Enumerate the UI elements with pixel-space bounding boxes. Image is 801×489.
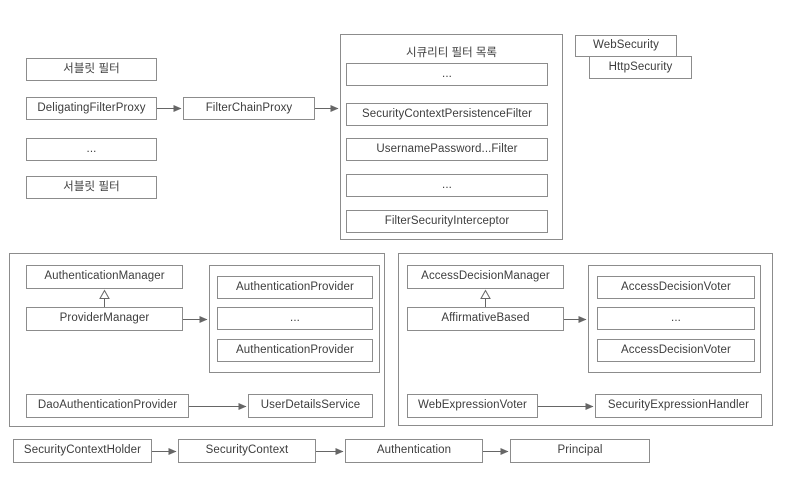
box-delegating-filter-proxy: DeligatingFilterProxy bbox=[26, 97, 157, 120]
box-security-expression-handler: SecurityExpressionHandler bbox=[595, 394, 762, 418]
box-filter-ellipsis: ... bbox=[26, 138, 157, 161]
box-security-context: SecurityContext bbox=[178, 439, 316, 463]
box-access-decision-voter-2: AccessDecisionVoter bbox=[597, 339, 755, 362]
filter-list-item-security-context-persistence-filter: SecurityContextPersistenceFilter bbox=[346, 103, 548, 126]
box-dao-authentication-provider: DaoAuthenticationProvider bbox=[26, 394, 189, 418]
box-web-security: WebSecurity bbox=[575, 35, 677, 57]
box-user-details-service: UserDetailsService bbox=[248, 394, 373, 418]
box-servlet-filter-2: 서블릿 필터 bbox=[26, 176, 157, 199]
box-http-security: HttpSecurity bbox=[589, 56, 692, 79]
box-authentication-manager: AuthenticationManager bbox=[26, 265, 183, 289]
security-filter-list-title: 시큐리티 필터 목록 bbox=[405, 47, 498, 59]
box-principal: Principal bbox=[510, 439, 650, 463]
box-security-context-holder: SecurityContextHolder bbox=[13, 439, 152, 463]
box-access-decision-manager: AccessDecisionManager bbox=[407, 265, 564, 289]
filter-list-item-filter-security-interceptor: FilterSecurityInterceptor bbox=[346, 210, 548, 233]
box-authentication-provider-2: AuthenticationProvider bbox=[217, 339, 373, 362]
box-authentication: Authentication bbox=[345, 439, 483, 463]
box-filter-chain-proxy: FilterChainProxy bbox=[183, 97, 315, 120]
box-affirmative-based: AffirmativeBased bbox=[407, 307, 564, 331]
filter-list-item-ellipsis-2: ... bbox=[346, 174, 548, 197]
box-web-expression-voter: WebExpressionVoter bbox=[407, 394, 538, 418]
box-authentication-provider-1: AuthenticationProvider bbox=[217, 276, 373, 299]
box-servlet-filter-1: 서블릿 필터 bbox=[26, 58, 157, 81]
box-access-decision-voter-1: AccessDecisionVoter bbox=[597, 276, 755, 299]
box-provider-manager: ProviderManager bbox=[26, 307, 183, 331]
box-authentication-provider-ellipsis: ... bbox=[217, 307, 373, 330]
filter-list-item-ellipsis-1: ... bbox=[346, 63, 548, 86]
filter-list-item-username-password-filter: UsernamePassword...Filter bbox=[346, 138, 548, 161]
box-access-decision-voter-ellipsis: ... bbox=[597, 307, 755, 330]
